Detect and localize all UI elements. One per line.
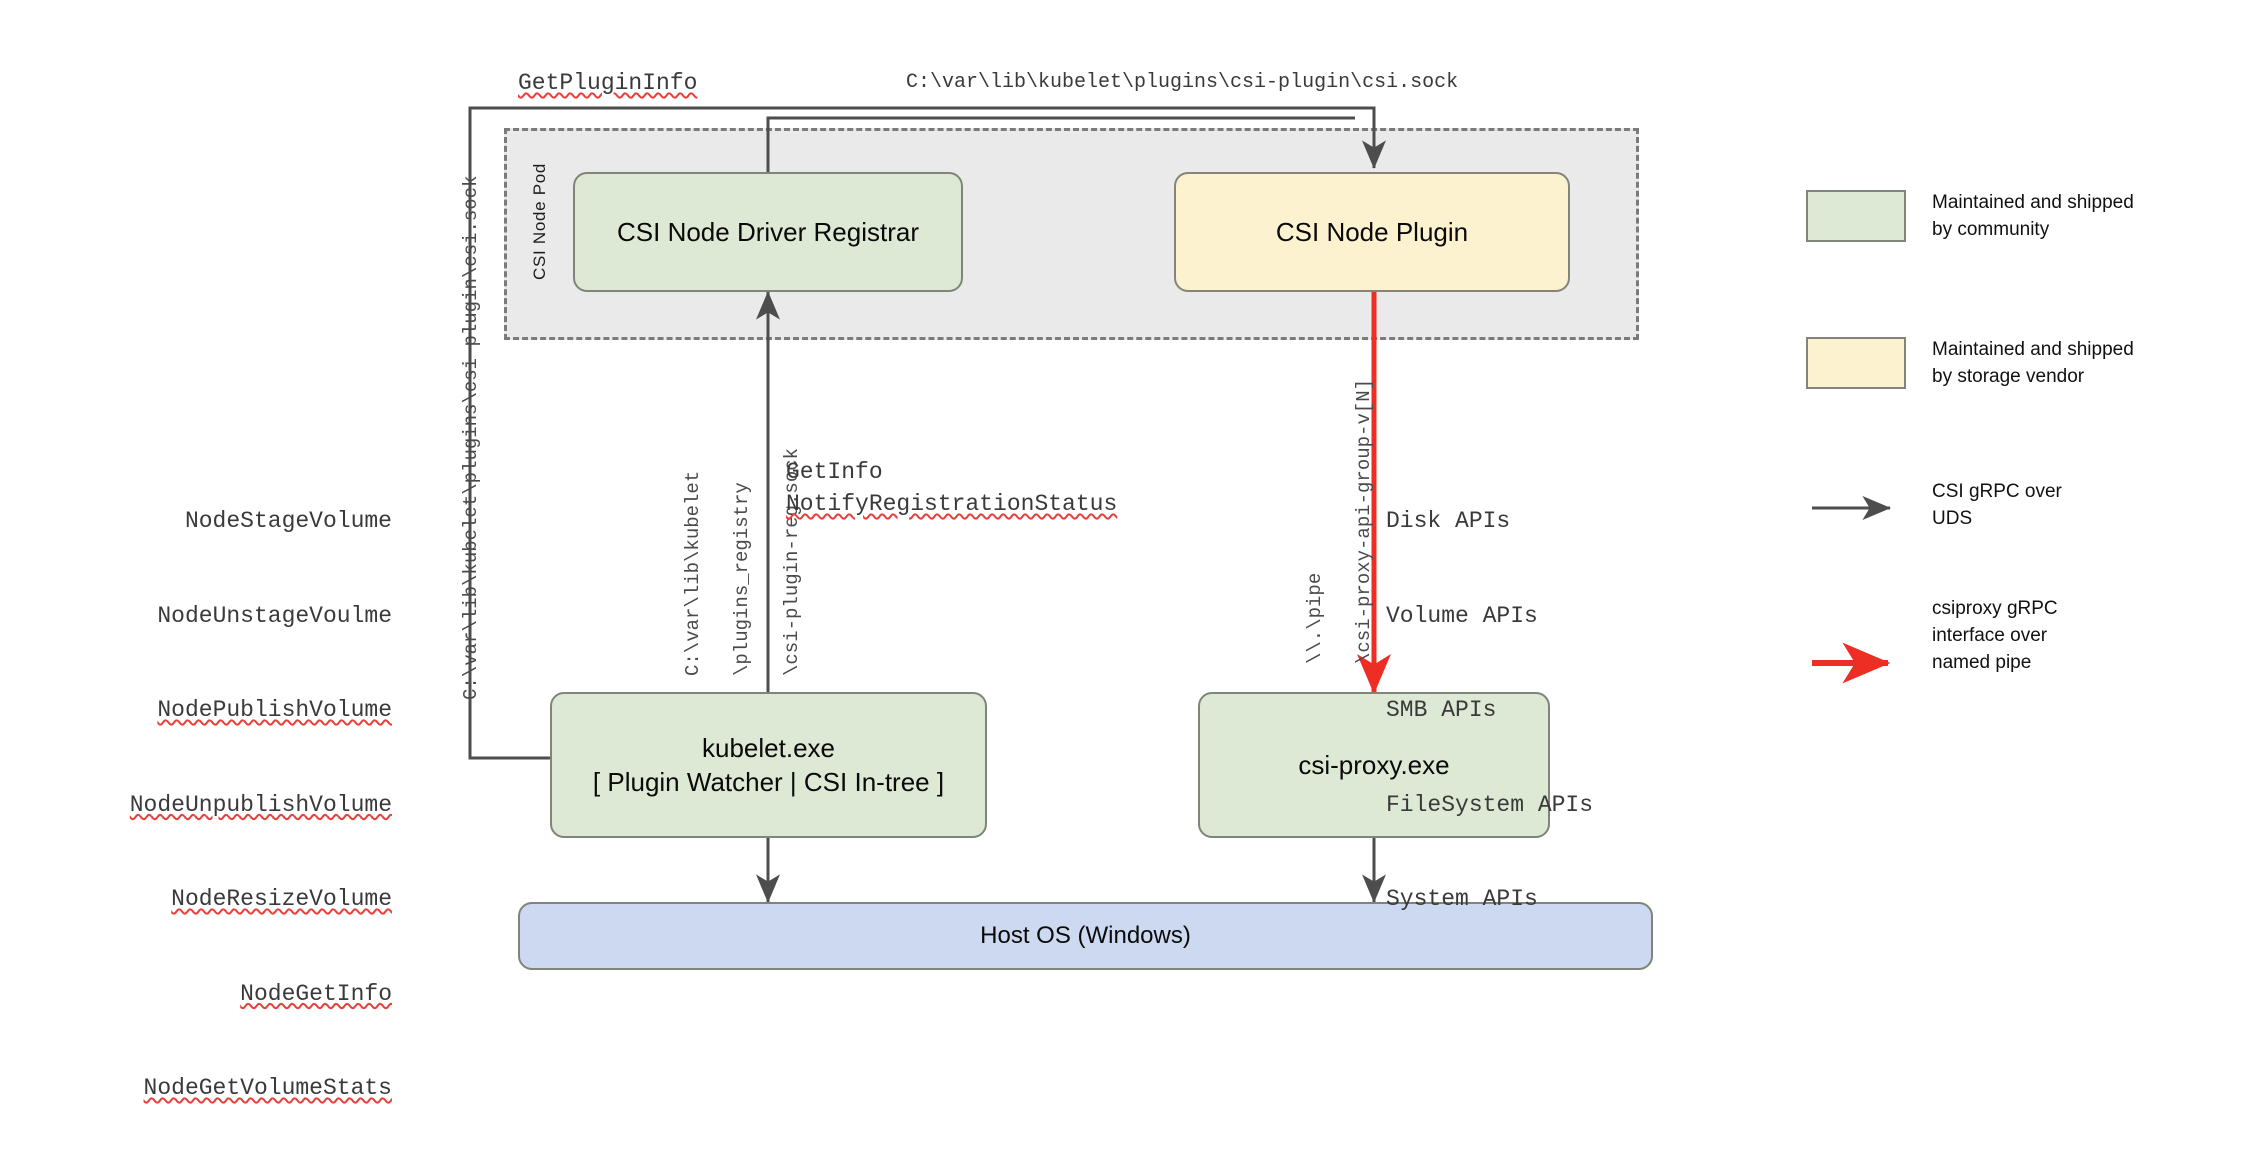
- label-getinfo: GetInfo: [786, 459, 883, 485]
- node-service-api-list: NodeStageVolume NodeUnstageVoulme NodePu…: [88, 443, 392, 1168]
- node-kubelet-exe[interactable]: kubelet.exe [ Plugin Watcher | CSI In-tr…: [550, 692, 987, 838]
- node-csi-node-driver-registrar[interactable]: CSI Node Driver Registrar: [573, 172, 963, 292]
- legend-row-storage-vendor: Maintained and shipped by storage vendor: [1806, 337, 2134, 391]
- node-csi-node-plugin[interactable]: CSI Node Plugin: [1174, 172, 1570, 292]
- node-kubelet-exe-subtitle: [ Plugin Watcher | CSI In-tree ]: [592, 767, 945, 797]
- diagram-canvas: CSI Node Pod: [130, 70, 2206, 1101]
- label-csi-sock-path-top: C:\var\lib\kubelet\plugins\csi-plugin\cs…: [906, 71, 1459, 94]
- api-list-item: NodeGetVolumeStats: [143, 1075, 392, 1101]
- csi-proxy-api-item: Disk APIs: [1386, 508, 1511, 534]
- node-csi-node-driver-registrar-label: CSI Node Driver Registrar: [617, 216, 919, 247]
- api-list-item: NodeResizeVolume: [171, 886, 392, 912]
- legend-storage-vendor-text: Maintained and shipped by storage vendor: [1932, 339, 2134, 387]
- node-host-os[interactable]: Host OS (Windows): [518, 902, 1653, 970]
- legend-community-text: Maintained and shipped by community: [1932, 192, 2134, 240]
- api-list-item: NodePublishVolume: [157, 697, 392, 723]
- node-host-os-label: Host OS (Windows): [980, 922, 1191, 950]
- legend: Maintained and shipped by community Main…: [1806, 190, 2206, 710]
- api-list-item: NodeUnstageVoulme: [157, 602, 392, 629]
- label-csi-sock-path-vertical: C:\var\lib\kubelet\plugins\csi-plugin\cs…: [460, 175, 482, 701]
- label-named-pipe-vertical: \\.\pipe \csi-proxy-api-group-v[N]: [1303, 379, 1377, 664]
- node-csi-proxy-exe[interactable]: csi-proxy.exe: [1198, 692, 1550, 838]
- legend-row-csi-grpc-uds: CSI gRPC over UDS: [1806, 481, 2062, 533]
- legend-red-arrow-slot: [1806, 622, 1906, 648]
- label-notifyregistrationstatus: NotifyRegistrationStatus: [786, 491, 1118, 517]
- label-getplugininfo: GetPluginInfo: [518, 70, 698, 96]
- csi-proxy-api-item: SMB APIs: [1386, 697, 1497, 723]
- registry-sock-line-2: \plugins_registry: [731, 482, 754, 676]
- legend-green-swatch-icon: [1806, 190, 1906, 242]
- node-csi-node-plugin-label: CSI Node Plugin: [1275, 216, 1469, 247]
- legend-csi-grpc-uds-text: CSI gRPC over UDS: [1932, 481, 2062, 529]
- csi-proxy-api-item: System APIs: [1386, 886, 1538, 912]
- registry-sock-line-1: C:\var\lib\kubelet: [682, 470, 704, 676]
- node-kubelet-exe-label: kubelet.exe: [702, 732, 835, 763]
- csi-proxy-api-list: Disk APIs Volume APIs SMB APIs FileSyste…: [1386, 443, 1593, 979]
- named-pipe-line-2: \csi-proxy-api-group-v[N]: [1353, 378, 1376, 664]
- api-list-item: NodeGetInfo: [240, 980, 392, 1007]
- csi-node-pod-label: CSI Node Pod: [530, 162, 549, 280]
- api-list-item: NodeUnpublishVolume: [129, 791, 392, 818]
- legend-csiproxy-grpc-text: csiproxy gRPC interface over named pipe: [1932, 598, 2058, 673]
- legend-row-community: Maintained and shipped by community: [1806, 190, 2134, 244]
- node-csi-proxy-exe-label: csi-proxy.exe: [1298, 749, 1450, 780]
- legend-gray-arrow-slot: [1806, 486, 1906, 512]
- named-pipe-line-1: \\.\pipe: [1304, 572, 1326, 664]
- api-list-item: NodeStageVolume: [184, 508, 392, 534]
- legend-yellow-swatch-icon: [1806, 337, 1906, 389]
- csi-proxy-api-item: Volume APIs: [1386, 602, 1538, 629]
- csi-proxy-api-item: FileSystem APIs: [1386, 791, 1594, 818]
- legend-row-csiproxy-grpc: csiproxy gRPC interface over named pipe: [1806, 598, 2058, 677]
